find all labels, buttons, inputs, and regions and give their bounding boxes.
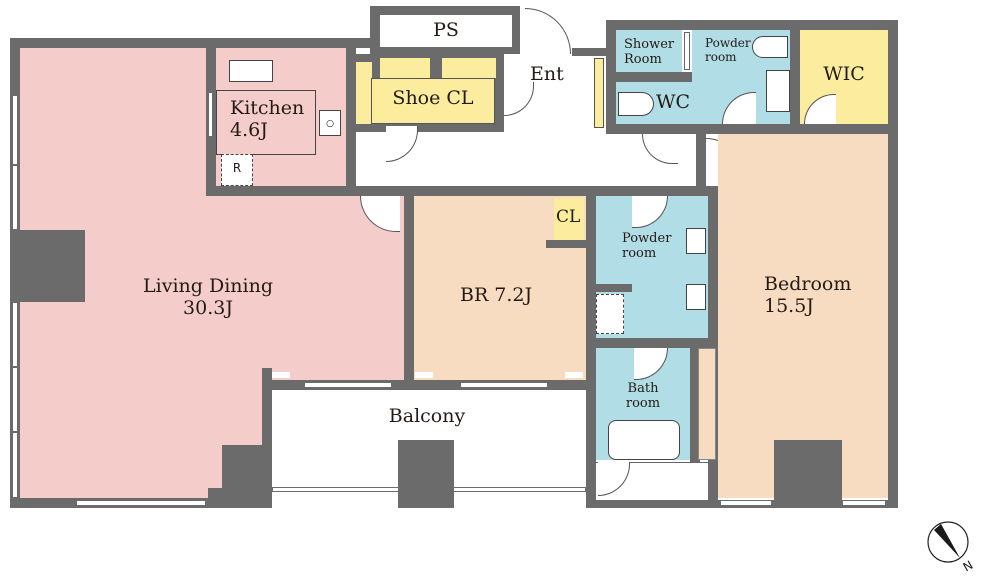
kitchen-wall-right: [346, 38, 356, 196]
powder-room-1-label: Powder room: [705, 36, 751, 64]
wet-wall-bottom: [606, 124, 896, 134]
kitchen-window: [208, 92, 213, 137]
wet-center-divider: [586, 338, 716, 348]
bath-room-label: Bath room: [625, 381, 661, 411]
vanity-sink-2-icon: [686, 284, 706, 310]
balcony-wall-top: [262, 380, 590, 390]
balcony-wall-right: [586, 368, 596, 508]
washer-wall: [596, 284, 632, 292]
living-dining-room-lower: [206, 195, 406, 385]
wet-center-wall-right: [708, 186, 718, 508]
bedroom-column: [774, 440, 842, 508]
toilet-icon: [618, 92, 654, 116]
living-dining-label: Living Dining 30.3J: [143, 275, 273, 319]
shower-room-label: Shower Room: [624, 37, 675, 67]
wic-label: WIC: [823, 63, 865, 85]
cl-closet: [554, 198, 584, 240]
balcony-column: [398, 440, 454, 508]
corridor-wall-bottom: [346, 186, 718, 196]
outer-wall-top-left: [10, 38, 370, 48]
shoe-cl-side: [356, 62, 372, 124]
entrance-shoe-shelf: [594, 58, 604, 128]
shoe-cl-upper-left: [380, 58, 430, 78]
br-label: BR 7.2J: [460, 284, 533, 306]
bathtub-icon: [608, 420, 680, 460]
outer-wall-right: [888, 20, 898, 508]
bedroom-label: Bedroom 15.5J: [764, 273, 852, 317]
shower-room: [616, 30, 682, 72]
kitchen-label: Kitchen 4.6J: [230, 97, 305, 141]
cl-label: CL: [556, 207, 581, 227]
living-br-wall: [404, 186, 414, 386]
balcony-vent-2: [415, 372, 433, 378]
shower-wc-divider: [606, 72, 718, 82]
living-window-left-5: [12, 432, 18, 498]
wc-label: WC: [656, 91, 691, 113]
balcony-vent-1: [272, 372, 290, 378]
kitchen-counter: [216, 90, 316, 155]
powder-sink-icon: [766, 70, 790, 112]
living-window-bottom: [76, 500, 206, 506]
living-window-left-4: [12, 367, 18, 432]
entrance-label: Ent: [530, 63, 564, 85]
compass-icon: [926, 520, 974, 568]
bedroom-window-bottom-1: [720, 500, 772, 506]
bedroom-room: [718, 134, 888, 498]
living-balcony-window: [304, 382, 392, 388]
living-window-left-1: [12, 95, 18, 165]
living-window-left-2: [12, 165, 18, 230]
kitchen-sink-icon: [229, 60, 273, 82]
living-column-left: [10, 230, 85, 302]
balcony-label: Balcony: [388, 405, 466, 427]
ps-label: PS: [433, 19, 459, 41]
shower-room-door[interactable]: [684, 32, 690, 70]
fridge-space: R: [221, 154, 253, 186]
cl-wall-bottom: [546, 240, 586, 248]
powder-toilet-icon: [752, 36, 788, 58]
shoe-cl-room: [371, 78, 495, 124]
bedroom-closet: [698, 348, 716, 460]
wet-wall-top: [606, 20, 896, 30]
bedroom-window-bottom-2: [842, 500, 886, 506]
shoe-cl-upper-right: [442, 58, 496, 78]
bath-wall-right: [690, 338, 700, 508]
vanity-sink-1-icon: [686, 228, 706, 254]
living-window-left-3: [12, 302, 18, 367]
stove-icon: ○: [319, 110, 341, 136]
ps-room: [380, 15, 512, 47]
washer-space: [596, 294, 624, 334]
kitchen-wall-bottom: [206, 186, 356, 196]
wic-wall-left: [790, 20, 800, 132]
balcony-vent-3: [565, 372, 583, 378]
entrance-wall-top: [572, 48, 612, 56]
balcony-wall-left: [262, 368, 272, 508]
shoe-cl-label: Shoe CL: [392, 87, 474, 109]
br-balcony-window: [460, 382, 548, 388]
entrance-door[interactable]: [525, 8, 571, 54]
corridor-wall-right: [696, 124, 706, 196]
powder-room-2-label: Powder room: [622, 231, 672, 261]
fridge-label: R: [232, 161, 242, 175]
